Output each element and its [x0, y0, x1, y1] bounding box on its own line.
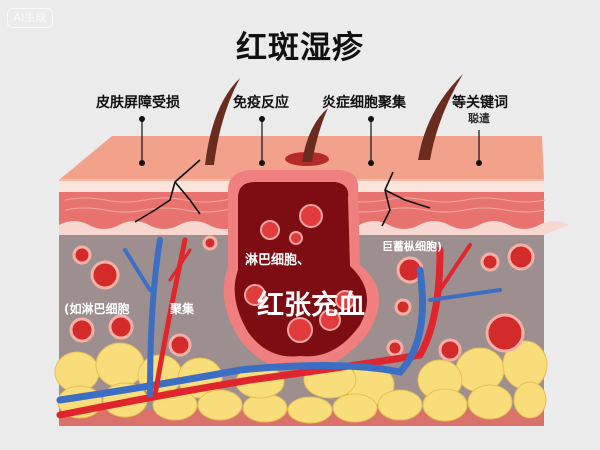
- label-macrophages: 巨蓄枞细胞): [382, 240, 443, 253]
- callout-keywords-sub: 聪遣: [468, 112, 490, 125]
- label-redness-congestion: 红张充血: [257, 290, 365, 321]
- callout-keywords: 等关键词: [452, 95, 508, 111]
- label-lymphocytes: 淋巴细胞、: [245, 253, 311, 268]
- callout-inflammatory-cells: 炎症细胞聚集: [322, 95, 406, 111]
- label-lymphocytes-left: (如淋巴细胞: [64, 302, 130, 316]
- diagram-title: 红斑湿疹: [236, 30, 364, 66]
- callout-immune-response: 免疫反应: [233, 95, 289, 111]
- callout-skin-barrier: 皮肤屏障受损: [96, 95, 180, 111]
- label-aggregation: 聚集: [170, 302, 195, 316]
- ai-generated-badge: AI生成: [7, 8, 53, 28]
